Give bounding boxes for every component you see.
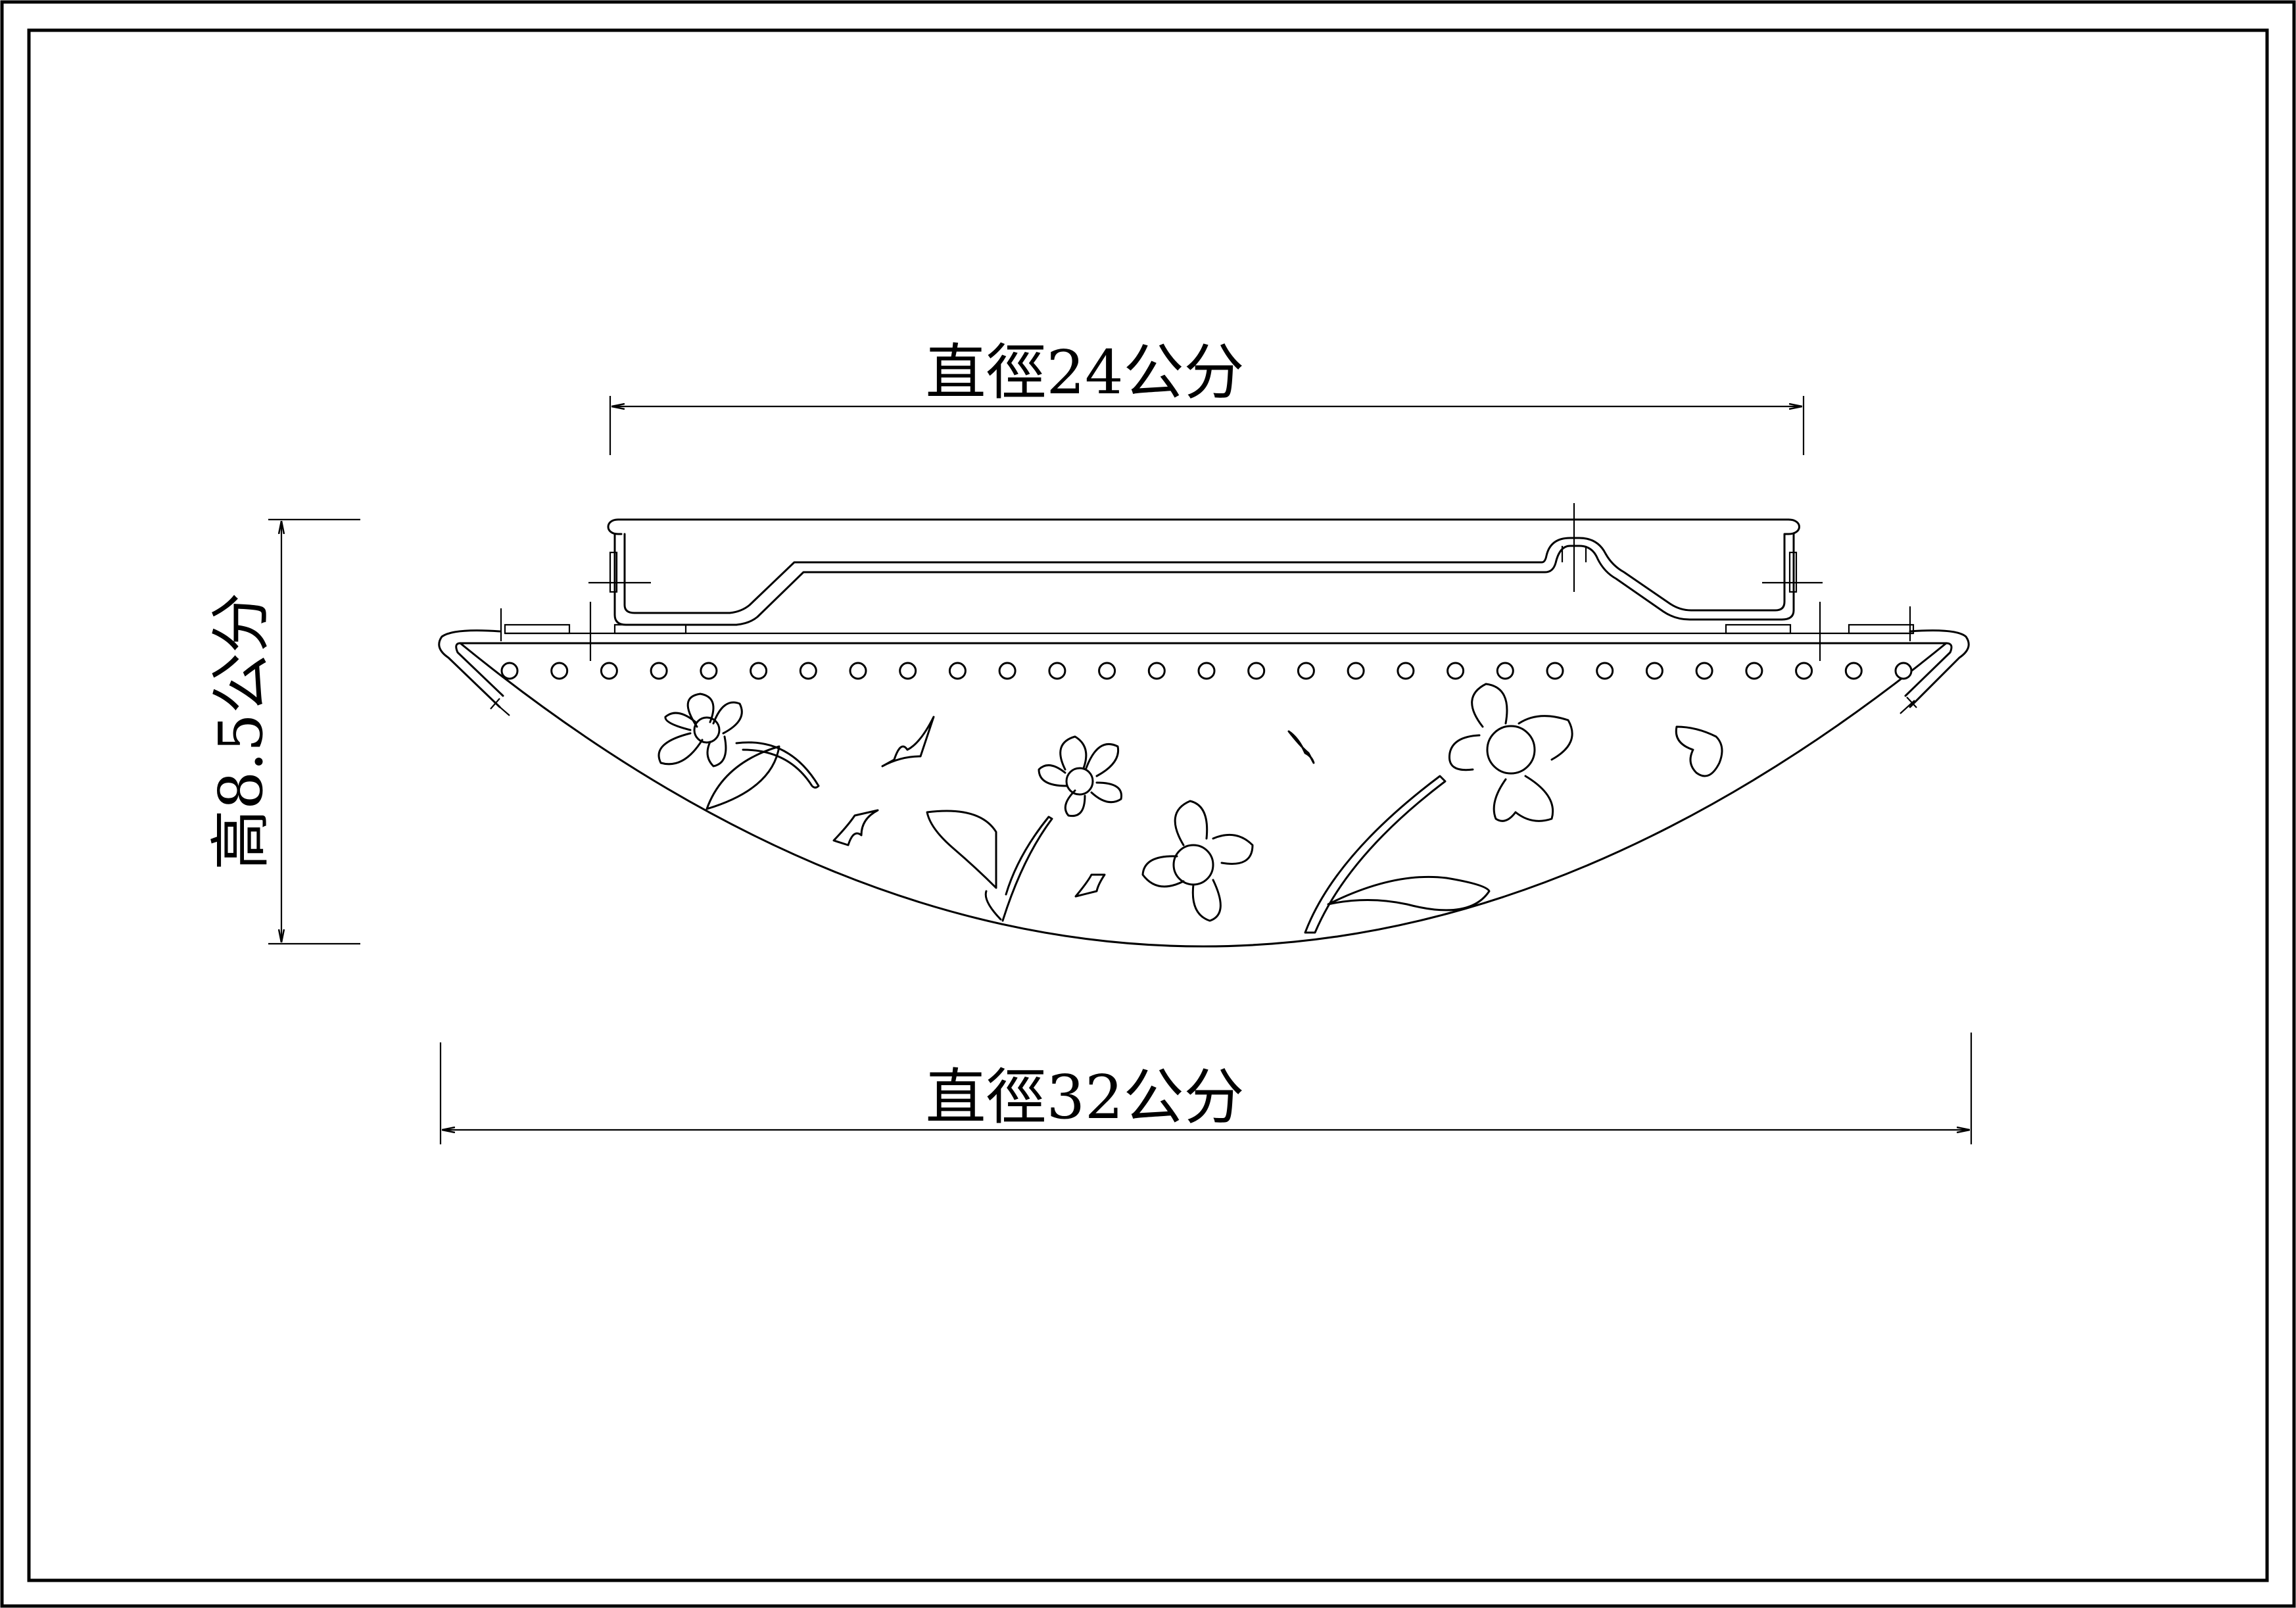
vent-hole (1795, 662, 1813, 680)
vent-hole (899, 662, 917, 680)
butterfly-2 (832, 809, 879, 846)
vent-hole (998, 662, 1016, 680)
vent-hole (650, 662, 668, 680)
petal-right (1675, 725, 1723, 777)
vent-hole (750, 662, 768, 680)
mounting-base (500, 503, 1915, 661)
vent-hole (600, 662, 618, 680)
flower-center-big (1141, 800, 1254, 922)
vent-hole (700, 662, 718, 680)
vent-hole (1098, 662, 1116, 680)
border-frame (27, 28, 2269, 1582)
top-width-label: 直徑24公分 (925, 337, 1244, 408)
stem-2b (984, 890, 1002, 921)
vent-hole (849, 662, 867, 680)
vent-hole (1546, 662, 1564, 680)
vent-hole (1247, 662, 1266, 680)
flower-right (1448, 683, 1573, 822)
butterfly-3 (1074, 873, 1106, 898)
vent-hole (1645, 662, 1663, 680)
floral-decoration (658, 683, 1723, 934)
height-dimension: 高8.5公分 (206, 518, 360, 945)
bottom-width-dimension: 直徑32公分 (439, 1033, 1973, 1144)
leaf-2 (926, 810, 997, 889)
vent-hole-row (500, 662, 1913, 680)
height-label: 高8.5公分 (206, 593, 276, 870)
leaf-3 (1327, 875, 1491, 912)
vent-hole (1596, 662, 1614, 680)
vent-hole (1745, 662, 1763, 680)
vent-hole (1347, 662, 1365, 680)
vent-hole (1844, 662, 1863, 680)
vent-hole (1447, 662, 1465, 680)
butterfly-4 (1287, 730, 1315, 764)
stem-3 (1304, 775, 1447, 934)
vent-hole (550, 662, 569, 680)
stem-2 (1001, 816, 1053, 922)
vent-hole (799, 662, 817, 680)
top-width-dimension: 直徑24公分 (609, 337, 1805, 455)
butterfly-1 (881, 716, 935, 767)
vent-hole (948, 662, 967, 680)
bottom-width-label: 直徑32公分 (925, 1062, 1244, 1133)
vent-hole (1297, 662, 1315, 680)
stem-1 (735, 741, 820, 789)
glass-shade (438, 629, 1970, 948)
vent-hole (500, 662, 519, 680)
flower-center-small (1038, 735, 1123, 817)
vent-hole (1397, 662, 1415, 680)
vent-hole (1496, 662, 1514, 680)
vent-hole (1147, 662, 1166, 680)
flower-left (658, 693, 743, 767)
vent-hole (1197, 662, 1216, 680)
vent-hole (1048, 662, 1066, 680)
leaf-1 (706, 745, 780, 810)
vent-hole (1894, 662, 1913, 680)
vent-hole (1695, 662, 1713, 680)
